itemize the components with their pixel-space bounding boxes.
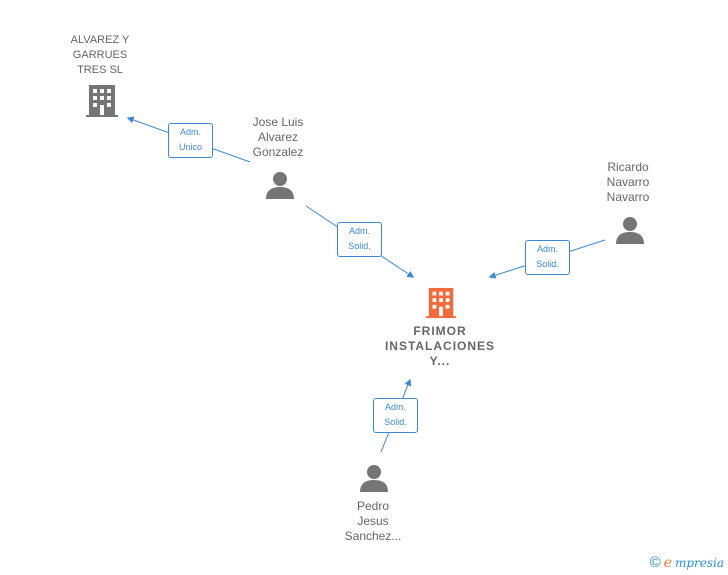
edge-label-line1: Adm.: [384, 402, 406, 412]
person-icon[interactable]: [615, 215, 645, 245]
node-label-ricardo: Ricardo Navarro Navarro: [606, 160, 650, 204]
edge-label-line2: Unico: [178, 142, 202, 152]
edge-label-adm-solid-ricardo: Adm. Solid.: [525, 240, 570, 275]
edge-label-line1: Adm.: [348, 226, 370, 236]
person-icon[interactable]: [359, 463, 389, 493]
building-icon[interactable]: [425, 286, 457, 320]
edge-label-line2: Solid.: [536, 259, 559, 269]
person-icon[interactable]: [265, 170, 295, 200]
edge-label-adm-solid-pedro: Adm. Solid.: [373, 398, 418, 433]
brand-name: mpresia: [674, 555, 724, 570]
building-icon[interactable]: [85, 84, 119, 118]
brand-initial: e: [663, 554, 672, 571]
node-label-alvarez-garrues: ALVAREZ Y GARRUES TRES SL: [70, 34, 130, 76]
edge-label-adm-solid-jose: Adm. Solid.: [337, 222, 382, 257]
edge-label-line2: Solid.: [384, 417, 407, 427]
edge-label-line1: Adm.: [536, 244, 558, 254]
node-label-frimor: FRIMOR INSTALACIONES Y...: [384, 324, 496, 368]
node-label-pedro: Pedro Jesus Sanchez...: [344, 499, 402, 543]
copyright-icon: ©: [649, 554, 661, 571]
edge-label-line2: Solid.: [348, 241, 371, 251]
edge-label-line1: Adm.: [179, 127, 201, 137]
edge-label-adm-unico: Adm. Unico: [168, 123, 213, 158]
node-label-jose-luis: Jose Luis Alvarez Gonzalez: [252, 115, 304, 159]
